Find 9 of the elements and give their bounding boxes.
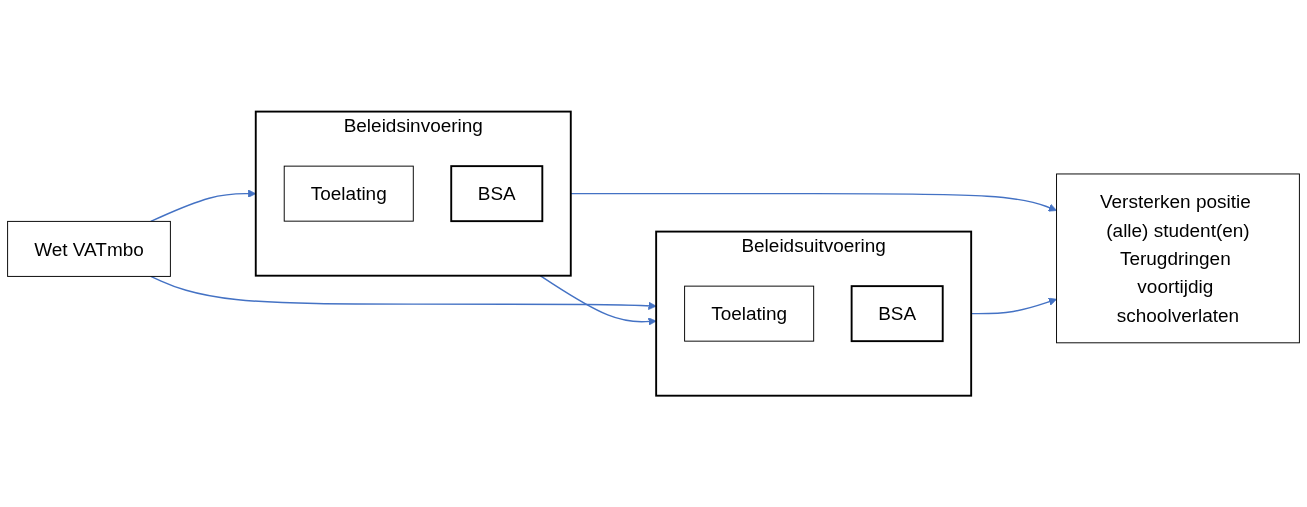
node-box: Wet VATmbo [7, 220, 171, 277]
node-box: Versterken positie (alle) student(en) Terugdringen voortijdig schoolverlaten [1056, 173, 1300, 344]
arrow [539, 274, 657, 326]
node-box: Toelating [684, 285, 815, 342]
node-box: BSA [450, 165, 544, 222]
arrow [570, 192, 1057, 212]
node-box: BSA [850, 285, 944, 342]
node-box: Toelating [283, 165, 414, 222]
arrow [150, 275, 657, 310]
